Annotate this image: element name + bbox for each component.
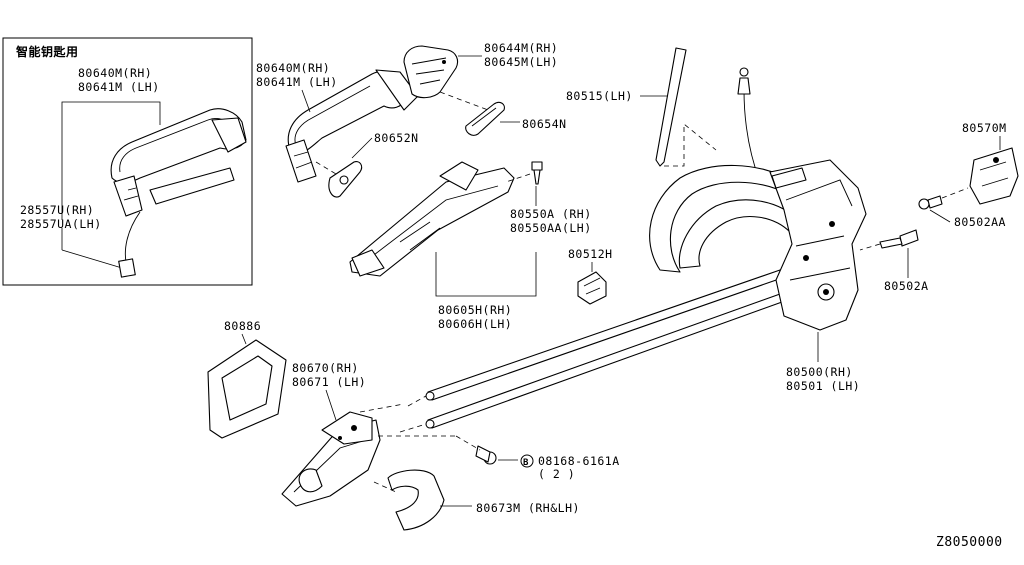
bracket-screw-drawing [531, 161, 543, 185]
diagram-id: Z8050000 [936, 535, 1003, 550]
door-lock-label-lh: 80501 (LH) [786, 379, 860, 393]
striker-screw-drawing [918, 195, 943, 210]
lock-rod-label: 80515(LH) [566, 89, 633, 103]
handle-gasket-drawing [328, 161, 363, 198]
inside-handle-drawing [281, 411, 381, 507]
outer-gasket-drawing [465, 101, 505, 136]
inside-handle-label-rh: 80670(RH) [292, 361, 359, 375]
outer-gasket-label: 80654N [522, 117, 567, 131]
escutcheon-inner-drawing [387, 469, 445, 531]
inset-handle-label-lh: 80641M (LH) [78, 80, 160, 94]
handle-bracket-label-rh: 80605H(RH) [438, 303, 512, 317]
escutcheon-label-lh: 80645M(LH) [484, 55, 558, 69]
escutcheon-drawing [403, 45, 459, 99]
inset-handle-label-rh: 80640M(RH) [78, 66, 152, 80]
inset-sensor-label-rh: 28557U(RH) [20, 203, 94, 217]
bolt-drawing [475, 445, 497, 465]
bolt-symbol: B [520, 454, 534, 468]
bracket-screw-label-lh: 80550AA(LH) [510, 221, 592, 235]
lock-screw-label: 80502A [884, 279, 929, 293]
outer-handle-label-lh: 80641M (LH) [256, 75, 338, 89]
escutcheon-label-rh: 80644M(RH) [484, 41, 558, 55]
clip-label: 80512H [568, 247, 613, 261]
inside-handle-label-lh: 80671 (LH) [292, 375, 366, 389]
lock-rod-drawing [655, 47, 687, 167]
escutcheon-inner-label: 80673M (RH&LH) [476, 501, 580, 515]
inner-pad-label: 80886 [224, 319, 261, 333]
bolt-qty: ( 2 ) [538, 467, 575, 481]
bolt-label: 08168-6161A [538, 454, 620, 468]
striker-label: 80570M [962, 121, 1007, 135]
striker-screw-label: 80502AA [954, 215, 1006, 229]
door-lock-label-rh: 80500(RH) [786, 365, 853, 379]
inner-pad-drawing [207, 339, 287, 439]
handle-bracket-drawing [349, 161, 515, 277]
lock-screw-drawing [879, 229, 919, 249]
outer-handle-label-rh: 80640M(RH) [256, 61, 330, 75]
bracket-screw-label-rh: 80550A (RH) [510, 207, 592, 221]
inset-title: 智能钥匙用 [15, 44, 79, 59]
striker-drawing [969, 147, 1019, 205]
bolt-symbol-letter: B [523, 458, 529, 468]
smart-key-inset: 智能钥匙用 80640M(RH) 80641M (LH) 28557U(RH) … [2, 37, 253, 286]
handle-gasket-label: 80652N [374, 131, 419, 145]
handle-bracket-label-lh: 80606H(LH) [438, 317, 512, 331]
inset-sensor-label-lh: 28557UA(LH) [20, 217, 102, 231]
outer-handle-drawing [285, 69, 419, 183]
lock-cable-drawing [737, 67, 761, 183]
clip-drawing [577, 271, 607, 305]
inset-handle-drawing [110, 108, 247, 278]
door-lock-drawing [769, 159, 867, 331]
